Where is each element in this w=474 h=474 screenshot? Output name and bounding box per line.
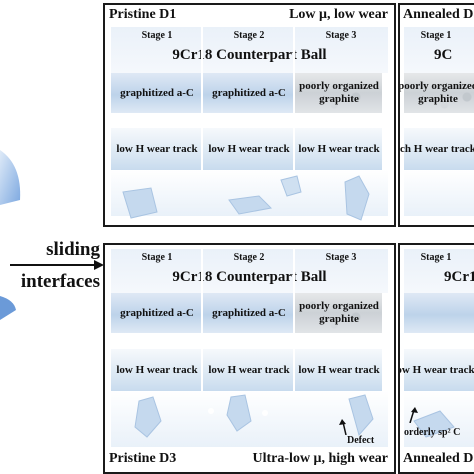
transfer-layer-band bbox=[111, 73, 295, 113]
stage-divider bbox=[201, 27, 203, 170]
stage-label: Stage 1 bbox=[420, 30, 452, 41]
panel-annealed-top: Annealed D Stage 1 9C poorly organized g… bbox=[398, 3, 474, 227]
stage-divider bbox=[293, 249, 295, 391]
panel-title: Annealed D bbox=[403, 7, 474, 22]
wear-track bbox=[111, 128, 382, 170]
diamond-grains bbox=[134, 394, 374, 438]
wear-track bbox=[111, 349, 382, 391]
counterpart-ball: Stage 1 9Cr1 bbox=[404, 249, 474, 293]
layer-label: graphitized a-C bbox=[120, 86, 194, 99]
stage-divider bbox=[293, 27, 295, 170]
stage-label: Stage 2 bbox=[233, 252, 265, 263]
track-label: low H wear track bbox=[208, 363, 290, 376]
sliding-cone-graphic bbox=[0, 150, 21, 320]
track-label: low H wear track bbox=[116, 363, 198, 376]
transfer-layer-band bbox=[111, 293, 295, 333]
defect-annotation: Defect bbox=[347, 435, 375, 446]
layer-label: graphitized a-C bbox=[120, 306, 194, 319]
panel-condition: Ultra-low μ, high wear bbox=[252, 451, 388, 466]
panel-annealed-bottom: Stage 1 9Cr1 low H wear track orderly sp… bbox=[398, 243, 474, 474]
stage-label: Stage 3 bbox=[325, 30, 357, 41]
graphite-layer bbox=[404, 73, 474, 113]
counterpart-ball: Stage 1 Stage 2 Stage 3 9Cr18 Counterpar… bbox=[111, 27, 388, 73]
panel-pristine-d1: Pristine D1 Low μ, low wear Stage 1 Stag… bbox=[103, 3, 396, 227]
layer-label: poorly organized graphite bbox=[398, 80, 474, 105]
stage-label: Stage 1 bbox=[420, 252, 452, 263]
sliding-label: sliding bbox=[46, 239, 100, 260]
interfaces-label: interfaces bbox=[20, 271, 100, 292]
ball-label: 9Cr1 bbox=[444, 269, 474, 285]
layer-label: poorly organized graphite bbox=[299, 80, 379, 105]
track-label: low H wear track bbox=[208, 142, 290, 155]
diamond-grains bbox=[413, 410, 455, 438]
track-label: low H wear track bbox=[398, 363, 474, 376]
stage-label: Stage 3 bbox=[325, 252, 357, 263]
transfer-layer-band bbox=[404, 293, 474, 333]
substrate bbox=[404, 170, 474, 216]
wear-track bbox=[404, 349, 474, 391]
track-label: low H wear track bbox=[298, 142, 380, 155]
panel-pristine-d3: Stage 1 Stage 2 Stage 3 9Cr18 Counterpar… bbox=[103, 243, 396, 474]
ball-label: 9Cr18 Counterpart Ball bbox=[172, 47, 327, 63]
panel-title: Annealed D bbox=[403, 451, 474, 466]
ball-label: 9C bbox=[434, 47, 453, 63]
stage-label: Stage 1 bbox=[141, 30, 173, 41]
panel-condition: Low μ, low wear bbox=[289, 7, 388, 22]
diamond-grains bbox=[122, 175, 370, 221]
layer-label: poorly organized graphite bbox=[299, 300, 379, 325]
ball-label: 9Cr18 Counterpart Ball bbox=[172, 269, 327, 285]
layer-label: graphitized a-C bbox=[212, 306, 286, 319]
panel-title: Pristine D1 bbox=[109, 7, 177, 22]
stage-divider bbox=[201, 249, 203, 391]
stage-label: Stage 2 bbox=[233, 30, 265, 41]
counterpart-ball: Stage 1 Stage 2 Stage 3 9Cr18 Counterpar… bbox=[111, 249, 388, 293]
defect-arrow-icon bbox=[339, 419, 347, 435]
track-label: rich H wear track bbox=[398, 142, 474, 155]
track-label: low H wear track bbox=[116, 142, 198, 155]
orderly-sp2-annotation: orderly sp² C bbox=[404, 427, 461, 438]
orderly-c-arrow-icon bbox=[409, 407, 418, 423]
panel-title: Pristine D3 bbox=[109, 451, 177, 466]
graphite-layer bbox=[295, 73, 382, 113]
arrow-right-icon bbox=[10, 260, 104, 270]
track-label: low H wear track bbox=[298, 363, 380, 376]
wear-track bbox=[404, 128, 474, 170]
counterpart-ball: Stage 1 9C bbox=[404, 27, 474, 73]
layer-label: graphitized a-C bbox=[212, 86, 286, 99]
graphite-layer bbox=[295, 293, 382, 333]
stage-label: Stage 1 bbox=[141, 252, 173, 263]
